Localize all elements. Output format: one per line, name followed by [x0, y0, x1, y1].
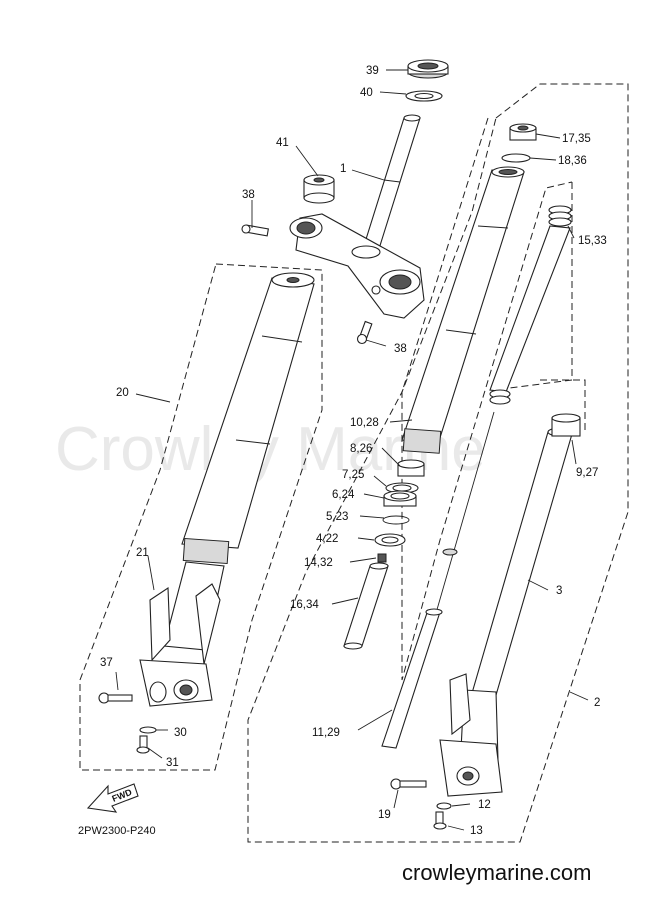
under-bracket [289, 213, 425, 319]
damper-rod-11-29 [381, 411, 495, 749]
cap-nut-39 [407, 59, 449, 79]
callout-10-28: 10,28 [350, 417, 379, 429]
callout-13: 13 [470, 825, 483, 837]
callout-14-32: 14,32 [304, 557, 333, 569]
callout-20: 20 [116, 387, 129, 399]
outer-tube-3 [469, 413, 581, 703]
left-fork-assembly [139, 272, 315, 707]
washer-40 [405, 90, 443, 102]
bolt-38-top [241, 224, 269, 237]
left-fork-group-outline [79, 263, 323, 771]
steering-stem-1 [361, 114, 421, 253]
spring-15-33 [489, 205, 572, 405]
bolt-19 [390, 778, 427, 790]
callout-40: 40 [360, 87, 373, 99]
callout-4-22: 4,22 [316, 533, 338, 545]
bolt-37 [98, 692, 133, 704]
bolt-17-35 [509, 123, 537, 141]
oil-seal-6-24 [383, 490, 417, 507]
callout-5-23: 5,23 [326, 511, 348, 523]
bolt-38-bottom [356, 285, 381, 345]
clip-5-23 [382, 515, 410, 525]
inner-tube-group-outline [401, 117, 573, 681]
callout-8-26: 8,26 [350, 443, 372, 455]
o-ring-18-36 [501, 153, 531, 163]
callout-18-36: 18,36 [558, 155, 587, 167]
callout-38-top: 38 [242, 189, 255, 201]
callout-19: 19 [378, 809, 391, 821]
callout-12: 12 [478, 799, 491, 811]
cap-41 [303, 174, 335, 204]
outer-tube-group-outline [540, 379, 586, 430]
washer-30 [139, 726, 157, 734]
washer-12 [436, 802, 452, 810]
site-footer: crowleymarine.com [402, 860, 592, 885]
callout-6-24: 6,24 [332, 489, 355, 501]
dust-seal-4-22 [374, 533, 406, 547]
callout-15-33: 15,33 [578, 235, 607, 247]
callout-3: 3 [556, 585, 562, 597]
fwd-arrow-icon: FWD [86, 783, 139, 813]
callout-17-35: 17,35 [562, 133, 591, 145]
damper-group-outline [493, 182, 573, 391]
callout-37: 37 [100, 657, 113, 669]
callout-39: 39 [366, 65, 379, 77]
diagram-code: 2PW2300-P240 [78, 825, 156, 837]
right-fork-group-outline [247, 83, 629, 843]
bushing-8-26 [397, 459, 425, 477]
callout-38-bottom: 38 [394, 343, 407, 355]
callout-30: 30 [174, 727, 187, 739]
callout-7-25: 7,25 [342, 469, 364, 481]
callout-9-27: 9,27 [576, 467, 598, 479]
lock-14-32 [377, 553, 387, 563]
lower-axle-bracket [439, 673, 503, 797]
bolt-13 [433, 811, 447, 830]
leader-lines [115, 69, 589, 831]
inner-tube-10-28 [401, 166, 525, 454]
callout-21: 21 [136, 547, 149, 559]
callout-1: 1 [340, 163, 346, 175]
callout-41: 41 [276, 137, 289, 149]
callout-2: 2 [594, 697, 600, 709]
washer-7-25 [385, 482, 419, 494]
bolt-31 [136, 735, 150, 754]
callout-31: 31 [166, 757, 179, 769]
piece-16-34 [343, 562, 389, 650]
callout-11-29: 11,29 [312, 727, 340, 739]
callout-16-34: 16,34 [290, 599, 319, 611]
